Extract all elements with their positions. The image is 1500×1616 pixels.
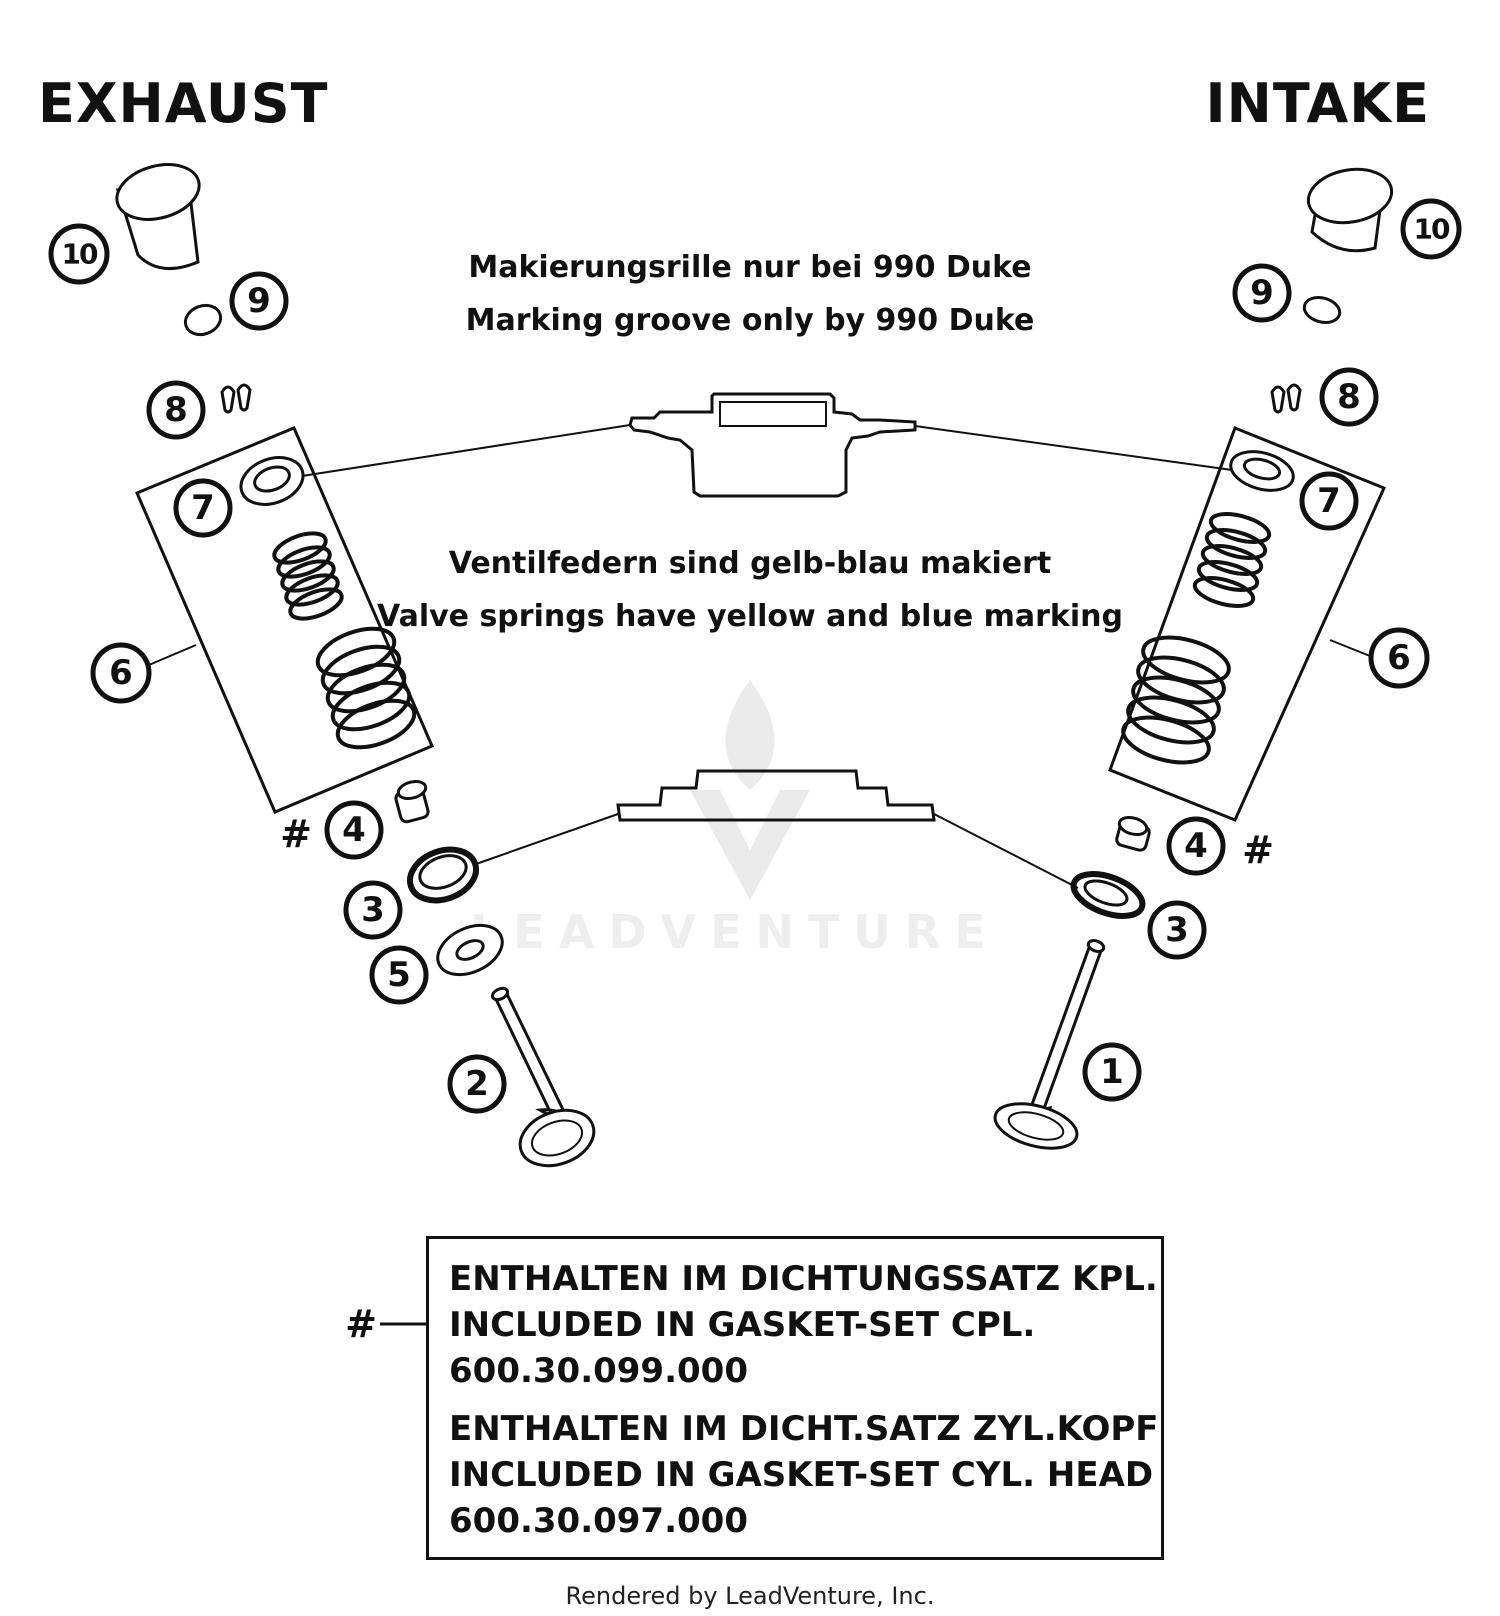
intake-spring-retainer (1229, 450, 1295, 492)
legend-line-2: INCLUDED IN GASKET-SET CPL. (449, 1305, 1036, 1345)
intake-valve-stem-seal (1115, 815, 1151, 852)
exhaust-outer-spring (315, 626, 417, 750)
intake-spring-set-box (1108, 426, 1387, 822)
exhaust-shim-washer (436, 923, 504, 977)
callout-exhaust-10: 10 (48, 223, 110, 285)
callout-intake-4: 4 (1166, 816, 1226, 876)
callout-intake-7: 7 (1299, 471, 1359, 531)
footer-credit: Rendered by LeadVenture, Inc. (565, 1582, 935, 1610)
legend-line-4: ENTHALTEN IM DICHT.SATZ ZYL.KOPF (449, 1409, 1159, 1449)
watermark-logo (690, 680, 810, 900)
callout-exhaust-9: 9 (229, 271, 289, 331)
exhaust-inner-spring (272, 531, 344, 621)
svg-text:1: 1 (1100, 1052, 1124, 1092)
callout-intake-9: 9 (1232, 263, 1292, 323)
exhaust-spring-seat (407, 846, 479, 904)
intake-bucket-tappet (1306, 167, 1394, 253)
springs-note-german: Ventilfedern sind gelb-blau makiert (448, 546, 1052, 581)
callout-exhaust-3: 3 (343, 880, 403, 940)
svg-text:4: 4 (342, 810, 366, 850)
svg-text:10: 10 (1414, 213, 1450, 246)
svg-text:3: 3 (1165, 910, 1189, 950)
groove-note-english: Marking groove only by 990 Duke (465, 303, 1035, 338)
svg-text:8: 8 (1337, 377, 1361, 417)
intake-valve-keepers (1270, 383, 1302, 414)
legend-line-1: ENTHALTEN IM DICHTUNGSSATZ KPL. (449, 1259, 1158, 1299)
svg-text:9: 9 (1250, 273, 1274, 313)
callout-intake-8: 8 (1319, 367, 1379, 427)
callout-exhaust-7: 7 (173, 478, 233, 538)
intake-spring-seat (1070, 871, 1146, 919)
legend-part-number-2: 600.30.097.000 (449, 1501, 748, 1541)
exhaust-bucket-tappet (115, 163, 201, 271)
svg-text:8: 8 (164, 390, 188, 430)
callout-exhaust-5: 5 (369, 945, 429, 1005)
intake-inner-spring (1192, 512, 1272, 608)
exhaust-retainer-leader (301, 424, 631, 477)
exhaust-heading: EXHAUST (38, 72, 329, 135)
hash-mark-intake: # (1242, 828, 1274, 872)
svg-text:10: 10 (62, 238, 98, 271)
groove-note-german: Makierungsrille nur bei 990 Duke (468, 250, 1032, 285)
exhaust-valve-keepers (220, 383, 252, 414)
exhaust-seat-leader (475, 813, 619, 865)
callout-intake-6: 6 (1368, 627, 1430, 689)
hash-mark-exhaust: # (280, 812, 312, 856)
intake-outer-spring (1121, 635, 1231, 765)
svg-text:7: 7 (1317, 481, 1341, 521)
callout-exhaust-8: 8 (146, 380, 206, 440)
legend-part-number-1: 600.30.099.000 (449, 1351, 748, 1391)
legend-line-5: INCLUDED IN GASKET-SET CYL. HEAD (449, 1455, 1154, 1495)
intake-set-leader (1329, 639, 1371, 657)
gasket-set-legend: ENTHALTEN IM DICHTUNGSSATZ KPL. INCLUDED… (426, 1236, 1164, 1560)
callout-exhaust-4: 4 (324, 800, 384, 860)
svg-text:2: 2 (465, 1064, 489, 1104)
legend-hash-marker: # (345, 1302, 377, 1346)
exhaust-spring-set-box (135, 426, 434, 814)
seat-detail-profile (616, 769, 936, 822)
groove-detail-profile (628, 392, 917, 498)
intake-valve (993, 939, 1106, 1150)
intake-seat-leader (933, 813, 1079, 889)
callout-exhaust-6: 6 (90, 642, 152, 704)
exhaust-valve (490, 986, 596, 1168)
callout-intake-3: 3 (1147, 900, 1207, 960)
intake-shim (1302, 296, 1342, 324)
callout-intake-1: 1 (1082, 1042, 1142, 1102)
svg-text:6: 6 (1387, 638, 1411, 678)
exhaust-valve-stem-seal (394, 779, 430, 824)
svg-text:9: 9 (247, 281, 271, 321)
callout-exhaust-2: 2 (447, 1054, 507, 1114)
svg-text:5: 5 (387, 955, 411, 995)
springs-note-english: Valve springs have yellow and blue marki… (377, 599, 1123, 634)
svg-text:7: 7 (191, 488, 215, 528)
watermark-text: LEADVENTURE (470, 905, 1000, 959)
intake-heading: INTAKE (1205, 72, 1430, 135)
exhaust-spring-retainer (239, 456, 305, 506)
exhaust-shim (183, 303, 223, 337)
intake-retainer-leader (914, 425, 1233, 471)
callout-intake-10: 10 (1400, 198, 1462, 260)
svg-text:6: 6 (109, 653, 133, 693)
svg-text:3: 3 (361, 890, 385, 930)
svg-text:4: 4 (1184, 826, 1208, 866)
